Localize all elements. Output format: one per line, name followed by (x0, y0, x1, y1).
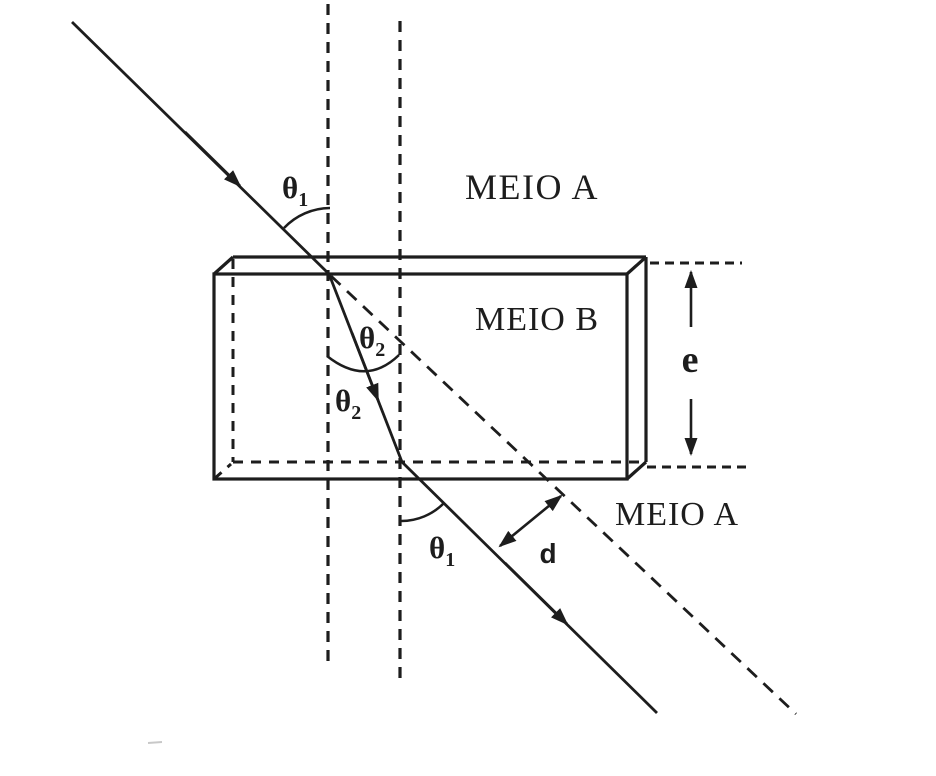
theta-symbol: θ (359, 320, 375, 355)
angle-arcs (283, 206, 445, 523)
medium-a-bottom-label: MEIO A (615, 496, 739, 533)
refraction-angle-label-upper: θ2 (359, 320, 385, 361)
incidence-angle-arc (283, 206, 331, 229)
incident-ray-arrow (184, 131, 242, 188)
emergent-ray-arrow (504, 562, 569, 626)
displacement-label: d (539, 538, 556, 569)
theta-subscript: 2 (351, 402, 361, 424)
thickness-label: e (682, 339, 699, 381)
refracted-ray-arrow (350, 332, 380, 402)
medium-a-top-label: MEIO A (465, 167, 599, 207)
emergence-angle-label: θ1 (429, 530, 455, 571)
theta-symbol: θ (429, 530, 445, 565)
thickness-dimension (647, 261, 746, 469)
emergence-angle-arc (400, 502, 445, 523)
undeviated-ray-extension (330, 274, 797, 716)
scan-artifact (147, 741, 163, 744)
slab-bottom-left-hidden-bevel (213, 462, 232, 481)
slab-top-left-bevel (212, 255, 235, 276)
theta-symbol: θ (282, 170, 298, 205)
slab-top-right-bevel (625, 255, 648, 276)
refraction-angle-arc (326, 354, 400, 373)
theta-subscript: 1 (298, 189, 308, 211)
medium-b-label: MEIO B (475, 301, 599, 338)
slab-bottom-right-bevel (625, 460, 648, 481)
diagram-texts: MEIO A MEIO B MEIO A θ1 θ2 θ2 θ1 e d (282, 167, 739, 571)
incidence-angle-label: θ1 (282, 170, 308, 211)
normals (326, 4, 402, 686)
theta-subscript: 1 (445, 549, 455, 571)
diagram-strokes (71, 4, 797, 744)
displacement-double-arrow (498, 494, 563, 548)
refraction-angle-label-lower: θ2 (335, 383, 361, 424)
theta-symbol: θ (335, 383, 351, 418)
theta-subscript: 2 (375, 339, 385, 361)
